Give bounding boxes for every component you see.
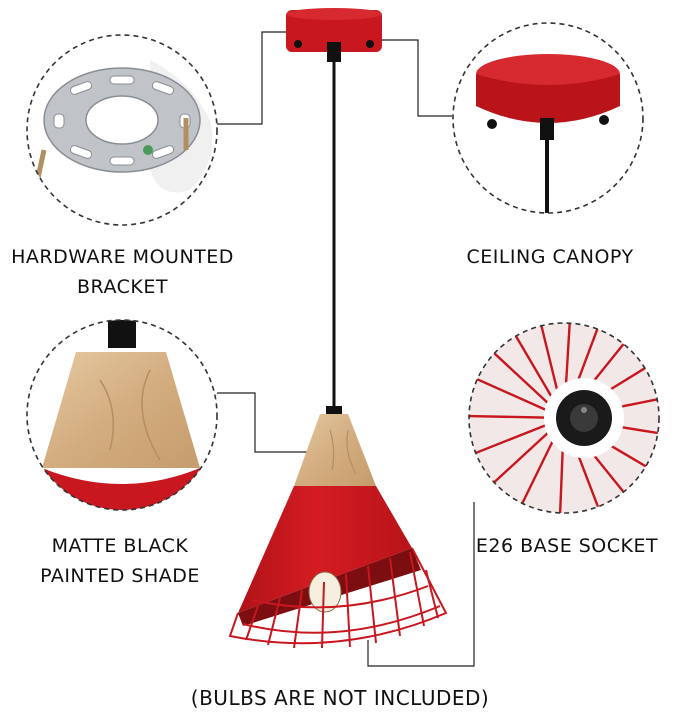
bracket-label-line-1: HARDWARE MOUNTED: [11, 246, 234, 268]
bracket-label: HARDWARE MOUNTED BRACKET: [0, 242, 245, 302]
shade-label-line-1: MATTE BLACK: [51, 535, 189, 557]
main-pendant-lamp: [228, 406, 448, 649]
socket-label: E26 BASE SOCKET: [475, 535, 659, 557]
connector-lines: [217, 31, 475, 667]
socket-detail: [468, 322, 660, 514]
main-ceiling-canopy: [286, 8, 382, 62]
shade-label-line-2: PAINTED SHADE: [40, 565, 200, 587]
shade-label: MATTE BLACK PAINTED SHADE: [20, 531, 220, 591]
shade-detail: [26, 319, 218, 511]
bracket-label-line-2: BRACKET: [77, 276, 168, 298]
canopy-label: CEILING CANOPY: [466, 246, 634, 268]
bracket-detail: [26, 34, 218, 226]
canopy-detail: [452, 22, 644, 214]
bulbs-note: (BULBS ARE NOT INCLUDED): [190, 686, 490, 710]
